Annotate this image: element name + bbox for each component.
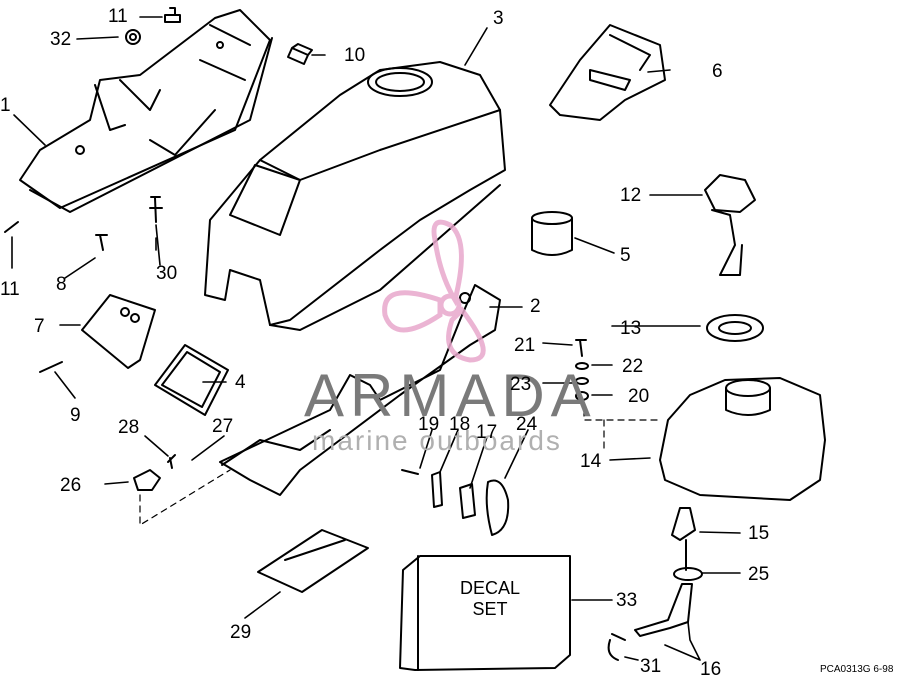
part-1-upper-bracket (19, 9, 273, 213)
decal-set-label: DECAL SET (430, 578, 550, 620)
callout-16: 16 (700, 659, 722, 680)
callout-30: 30 (156, 263, 178, 284)
part-31-clip (607, 633, 626, 661)
part-27-pin (167, 454, 176, 463)
part-26-link (133, 469, 161, 491)
callout-31: 31 (640, 656, 662, 677)
callout-14: 14 (580, 451, 602, 472)
callout-3: 3 (493, 8, 504, 29)
callout-32: 32 (50, 29, 72, 50)
part-19-screw (401, 469, 419, 475)
decal-line-2: SET (472, 599, 508, 619)
callout-5: 5 (620, 245, 631, 266)
part-11-screw-top (164, 7, 181, 23)
part-12-fuel-cap (704, 174, 756, 276)
callout-29: 29 (230, 622, 252, 643)
callout-4: 4 (235, 372, 246, 393)
callout-20: 20 (628, 386, 650, 407)
part-28-pin (169, 457, 173, 469)
part-30-screw (149, 196, 163, 223)
part-15-fitting (671, 507, 696, 541)
part-14-fuel-tank (659, 377, 826, 501)
leader-lines (11, 16, 741, 661)
part-25-clamp (673, 567, 703, 581)
part-16-hose (634, 539, 693, 637)
part-17-clamp (459, 483, 476, 519)
callout-24: 24 (516, 414, 538, 435)
callout-33: 33 (616, 590, 638, 611)
part-5-bushing (531, 211, 573, 256)
callout-13: 13 (620, 318, 642, 339)
part-33-decal-set-box (399, 555, 571, 671)
part-24-cam (485, 479, 510, 536)
callout-19: 19 (418, 414, 440, 435)
part-2-lower-bracket (219, 284, 501, 496)
part-9-screw (39, 361, 63, 373)
part-20-nut (575, 391, 589, 401)
watermark-propeller-icon (382, 219, 486, 363)
part-7-bracket (81, 294, 156, 369)
callout-18: 18 (449, 414, 471, 435)
callout-11-left: 11 (0, 279, 20, 300)
callout-17: 17 (476, 422, 498, 443)
callout-8: 8 (56, 274, 67, 295)
callout-10: 10 (344, 45, 366, 66)
part-8-screw (95, 234, 108, 251)
callout-25: 25 (748, 564, 770, 585)
part-11-screw-left (4, 221, 19, 233)
watermark-tagline: marine outboards (312, 425, 562, 456)
part-22-washer (575, 362, 589, 370)
callout-15: 15 (748, 523, 770, 544)
callout-23: 23 (510, 374, 532, 395)
callout-1: 1 (0, 95, 11, 116)
callout-21: 21 (514, 335, 536, 356)
dashed-guides (139, 409, 661, 526)
part-32-nut (125, 29, 141, 45)
drawing-code: PCA0313G 6-98 (820, 664, 894, 675)
part-3-motor-cover (204, 61, 506, 331)
callout-27: 27 (212, 416, 234, 437)
part-4-gasket (154, 344, 229, 416)
part-23-lock-washer (575, 377, 589, 385)
part-21-screw (575, 339, 587, 357)
callout-2: 2 (530, 296, 541, 317)
part-13-ring (706, 314, 764, 342)
decal-line-1: DECAL (459, 578, 521, 598)
callout-22: 22 (622, 356, 644, 377)
callout-26: 26 (60, 475, 82, 496)
callout-28: 28 (118, 417, 140, 438)
callout-9: 9 (70, 405, 81, 426)
part-29-plate (257, 529, 369, 593)
watermark-brand: ARMADA (304, 362, 597, 429)
callout-12: 12 (620, 185, 642, 206)
callout-7: 7 (34, 316, 45, 337)
part-6-cover-plate (549, 24, 666, 121)
callout-11-top: 11 (108, 6, 128, 27)
part-18-clip (431, 471, 443, 508)
part-10-plug (287, 43, 313, 65)
callout-6: 6 (712, 61, 723, 82)
